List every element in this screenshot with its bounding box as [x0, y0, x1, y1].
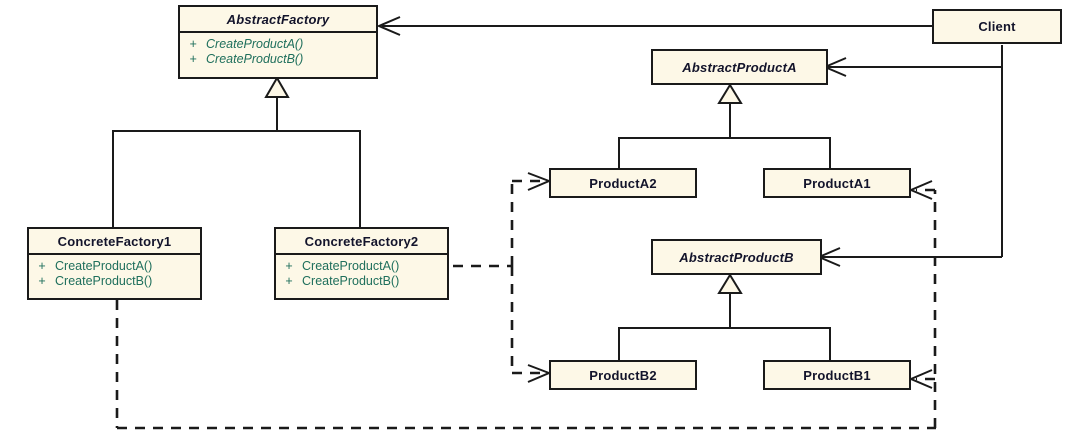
operation-visibility: + — [38, 274, 46, 288]
class-box-product-a1[interactable]: ProductA1 — [763, 168, 911, 198]
class-title-product-a2: ProductA2 — [589, 175, 657, 191]
operation-row: + CreateProductB() — [29, 274, 200, 289]
class-box-client[interactable]: Client — [932, 9, 1062, 44]
class-compartment-divider — [180, 31, 376, 33]
class-operations-concrete-factory-1: + CreateProductA() + CreateProductB() — [29, 255, 200, 293]
class-title-abstract-product-b: AbstractProductB — [679, 249, 794, 265]
class-box-product-b1[interactable]: ProductB1 — [763, 360, 911, 390]
class-title-product-b2: ProductB2 — [589, 367, 657, 383]
operation-row: + CreateProductA() — [180, 37, 376, 52]
class-title-concrete-factory-2: ConcreteFactory2 — [304, 234, 419, 249]
association-client-to-abstractfactory — [376, 16, 932, 36]
operation-row: + CreateProductA() — [29, 259, 200, 274]
class-box-product-a2[interactable]: ProductA2 — [549, 168, 697, 198]
operation-visibility: + — [189, 52, 197, 66]
association-client-to-abstractproducts — [816, 45, 1003, 267]
class-title-client: Client — [978, 19, 1016, 34]
generalization-productb-to-abstractproductb — [618, 273, 831, 360]
operation-visibility: + — [189, 37, 197, 51]
operation-name: CreateProductA() — [302, 259, 400, 273]
class-box-abstract-product-a[interactable]: AbstractProductA — [651, 49, 828, 85]
operation-name: CreateProductA() — [206, 37, 304, 51]
class-title-abstract-factory: AbstractFactory — [226, 12, 330, 27]
class-box-concrete-factory-1[interactable]: ConcreteFactory1 + CreateProductA() + Cr… — [27, 227, 202, 300]
operation-name: CreateProductB() — [302, 274, 400, 288]
dependency-concretefactory2-to-products — [453, 172, 552, 383]
class-title-concrete-factory-1: ConcreteFactory1 — [57, 234, 172, 249]
class-operations-abstract-factory: + CreateProductA() + CreateProductB() — [180, 33, 376, 71]
operation-visibility: + — [285, 259, 293, 273]
operation-visibility: + — [38, 259, 46, 273]
class-box-abstract-factory[interactable]: AbstractFactory + CreateProductA() + Cre… — [178, 5, 378, 79]
class-box-product-b2[interactable]: ProductB2 — [549, 360, 697, 390]
operation-row: + CreateProductB() — [276, 274, 447, 289]
generalization-concretefactories-to-abstractfactory — [112, 76, 361, 227]
class-box-abstract-product-b[interactable]: AbstractProductB — [651, 239, 822, 275]
operation-name: CreateProductB() — [206, 52, 304, 66]
operation-name: CreateProductB() — [55, 274, 153, 288]
operation-visibility: + — [285, 274, 293, 288]
class-title-abstract-product-a: AbstractProductA — [682, 59, 797, 75]
operation-row: + CreateProductA() — [276, 259, 447, 274]
class-compartment-divider — [29, 253, 200, 255]
dependency-concretefactory1-to-products — [115, 180, 937, 430]
class-title-product-b1: ProductB1 — [803, 367, 871, 383]
class-box-concrete-factory-2[interactable]: ConcreteFactory2 + CreateProductA() + Cr… — [274, 227, 449, 300]
operation-name: CreateProductA() — [55, 259, 153, 273]
class-title-product-a1: ProductA1 — [803, 175, 871, 191]
class-operations-concrete-factory-2: + CreateProductA() + CreateProductB() — [276, 255, 447, 293]
class-compartment-divider — [276, 253, 447, 255]
generalization-producta-to-abstractproducta — [618, 83, 831, 168]
operation-row: + CreateProductB() — [180, 52, 376, 67]
